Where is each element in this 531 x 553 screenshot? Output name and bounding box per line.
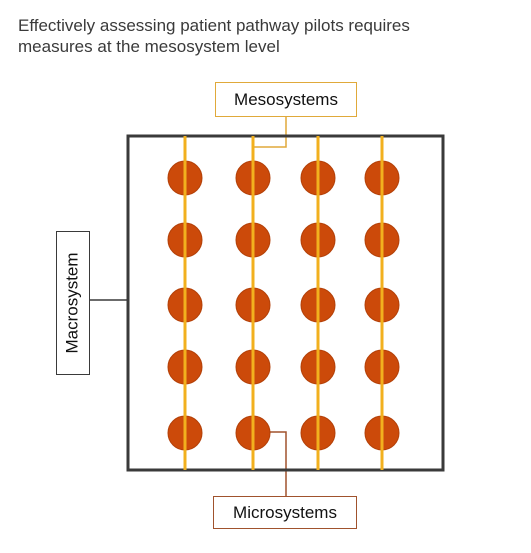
title-line-1: Effectively assessing patient pathway pi… [18, 16, 410, 35]
title-line-2: measures at the mesosystem level [18, 37, 280, 56]
mesosystems-label-box: Mesosystems [215, 82, 357, 117]
macrosystem-frame [126, 134, 445, 472]
mesosystems-connector [253, 117, 287, 148]
mesosystem-lines [183, 136, 384, 470]
mesosystems-label: Mesosystems [234, 89, 338, 109]
macrosystem-label-box: Macrosystem [56, 231, 90, 375]
microsystems-label-box: Microsystems [213, 496, 357, 529]
microsystems-label: Microsystems [233, 502, 337, 522]
macrosystem-label: Macrosystem [63, 252, 83, 354]
diagram-title: Effectively assessing patient pathway pi… [18, 15, 518, 57]
microsystem-dots [167, 136, 400, 470]
